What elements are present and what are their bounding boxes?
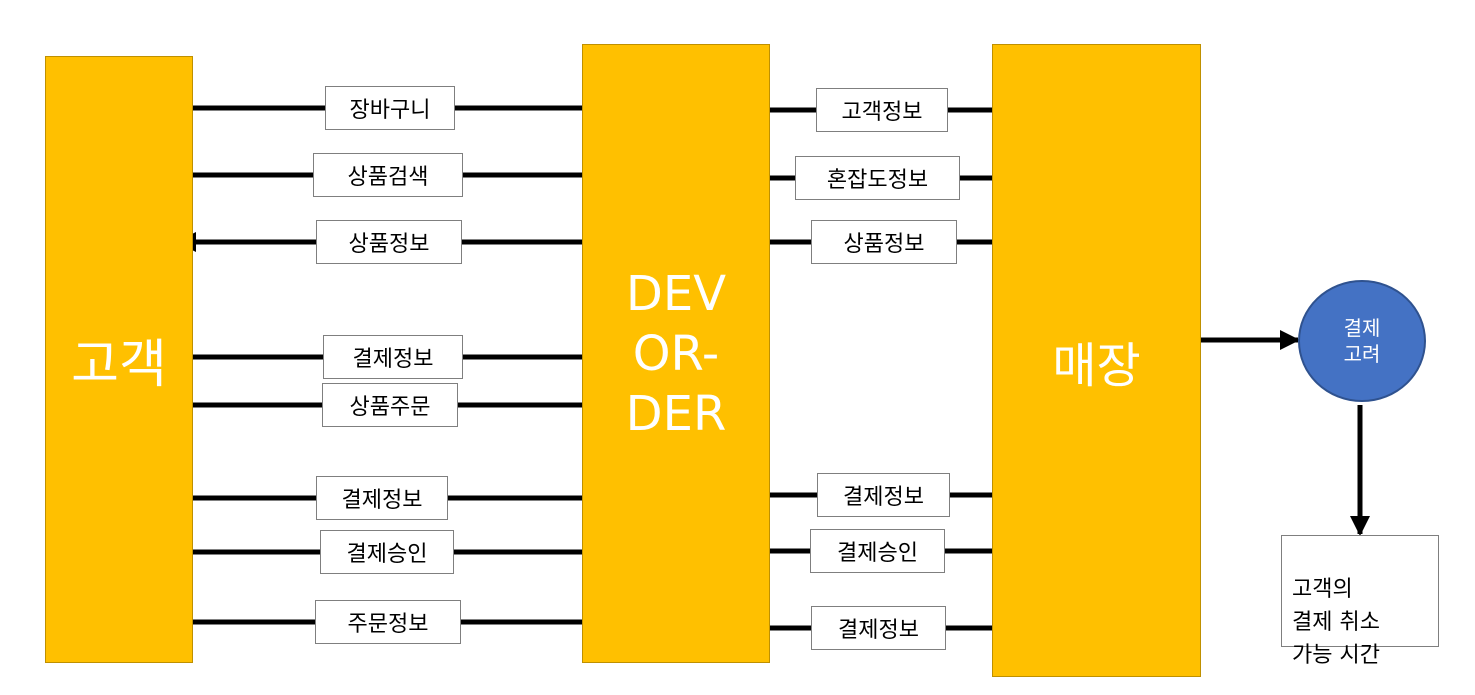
- devorder-label: DEV OR- DER: [625, 265, 727, 442]
- customer-label: 고객: [71, 335, 167, 395]
- cancel-time-note-text: 고객의 결제 취소 가능 시간: [1292, 577, 1380, 668]
- flow-label: 결제정보: [323, 335, 463, 379]
- cancel-time-note: 고객의 결제 취소 가능 시간: [1281, 535, 1439, 668]
- customer-box: 고객: [45, 56, 193, 663]
- store-flow-label: 결제정보: [817, 473, 950, 517]
- store-flow-label: 상품정보: [811, 220, 957, 264]
- flow-label: 장바구니: [325, 86, 455, 130]
- flow-label: 상품검색: [313, 153, 463, 197]
- flow-label: 결제정보: [316, 476, 448, 520]
- store-label: 매장: [1052, 337, 1141, 394]
- store-flow-label: 고객정보: [816, 88, 948, 132]
- flow-label: 결제승인: [320, 530, 454, 574]
- devorder-box: DEV OR- DER: [582, 44, 770, 663]
- payment-decision-label: 결제 고려: [1343, 316, 1381, 366]
- store-flow-label: 혼잡도정보: [795, 156, 960, 200]
- store-flow-label: 결제정보: [811, 606, 946, 650]
- store-box: 매장: [992, 44, 1201, 677]
- payment-decision-circle: 결제 고려: [1298, 280, 1426, 402]
- store-flow-label: 결제승인: [810, 529, 945, 573]
- flow-label: 상품정보: [316, 220, 462, 264]
- flow-label: 주문정보: [315, 600, 461, 644]
- flow-label: 상품주문: [322, 383, 458, 427]
